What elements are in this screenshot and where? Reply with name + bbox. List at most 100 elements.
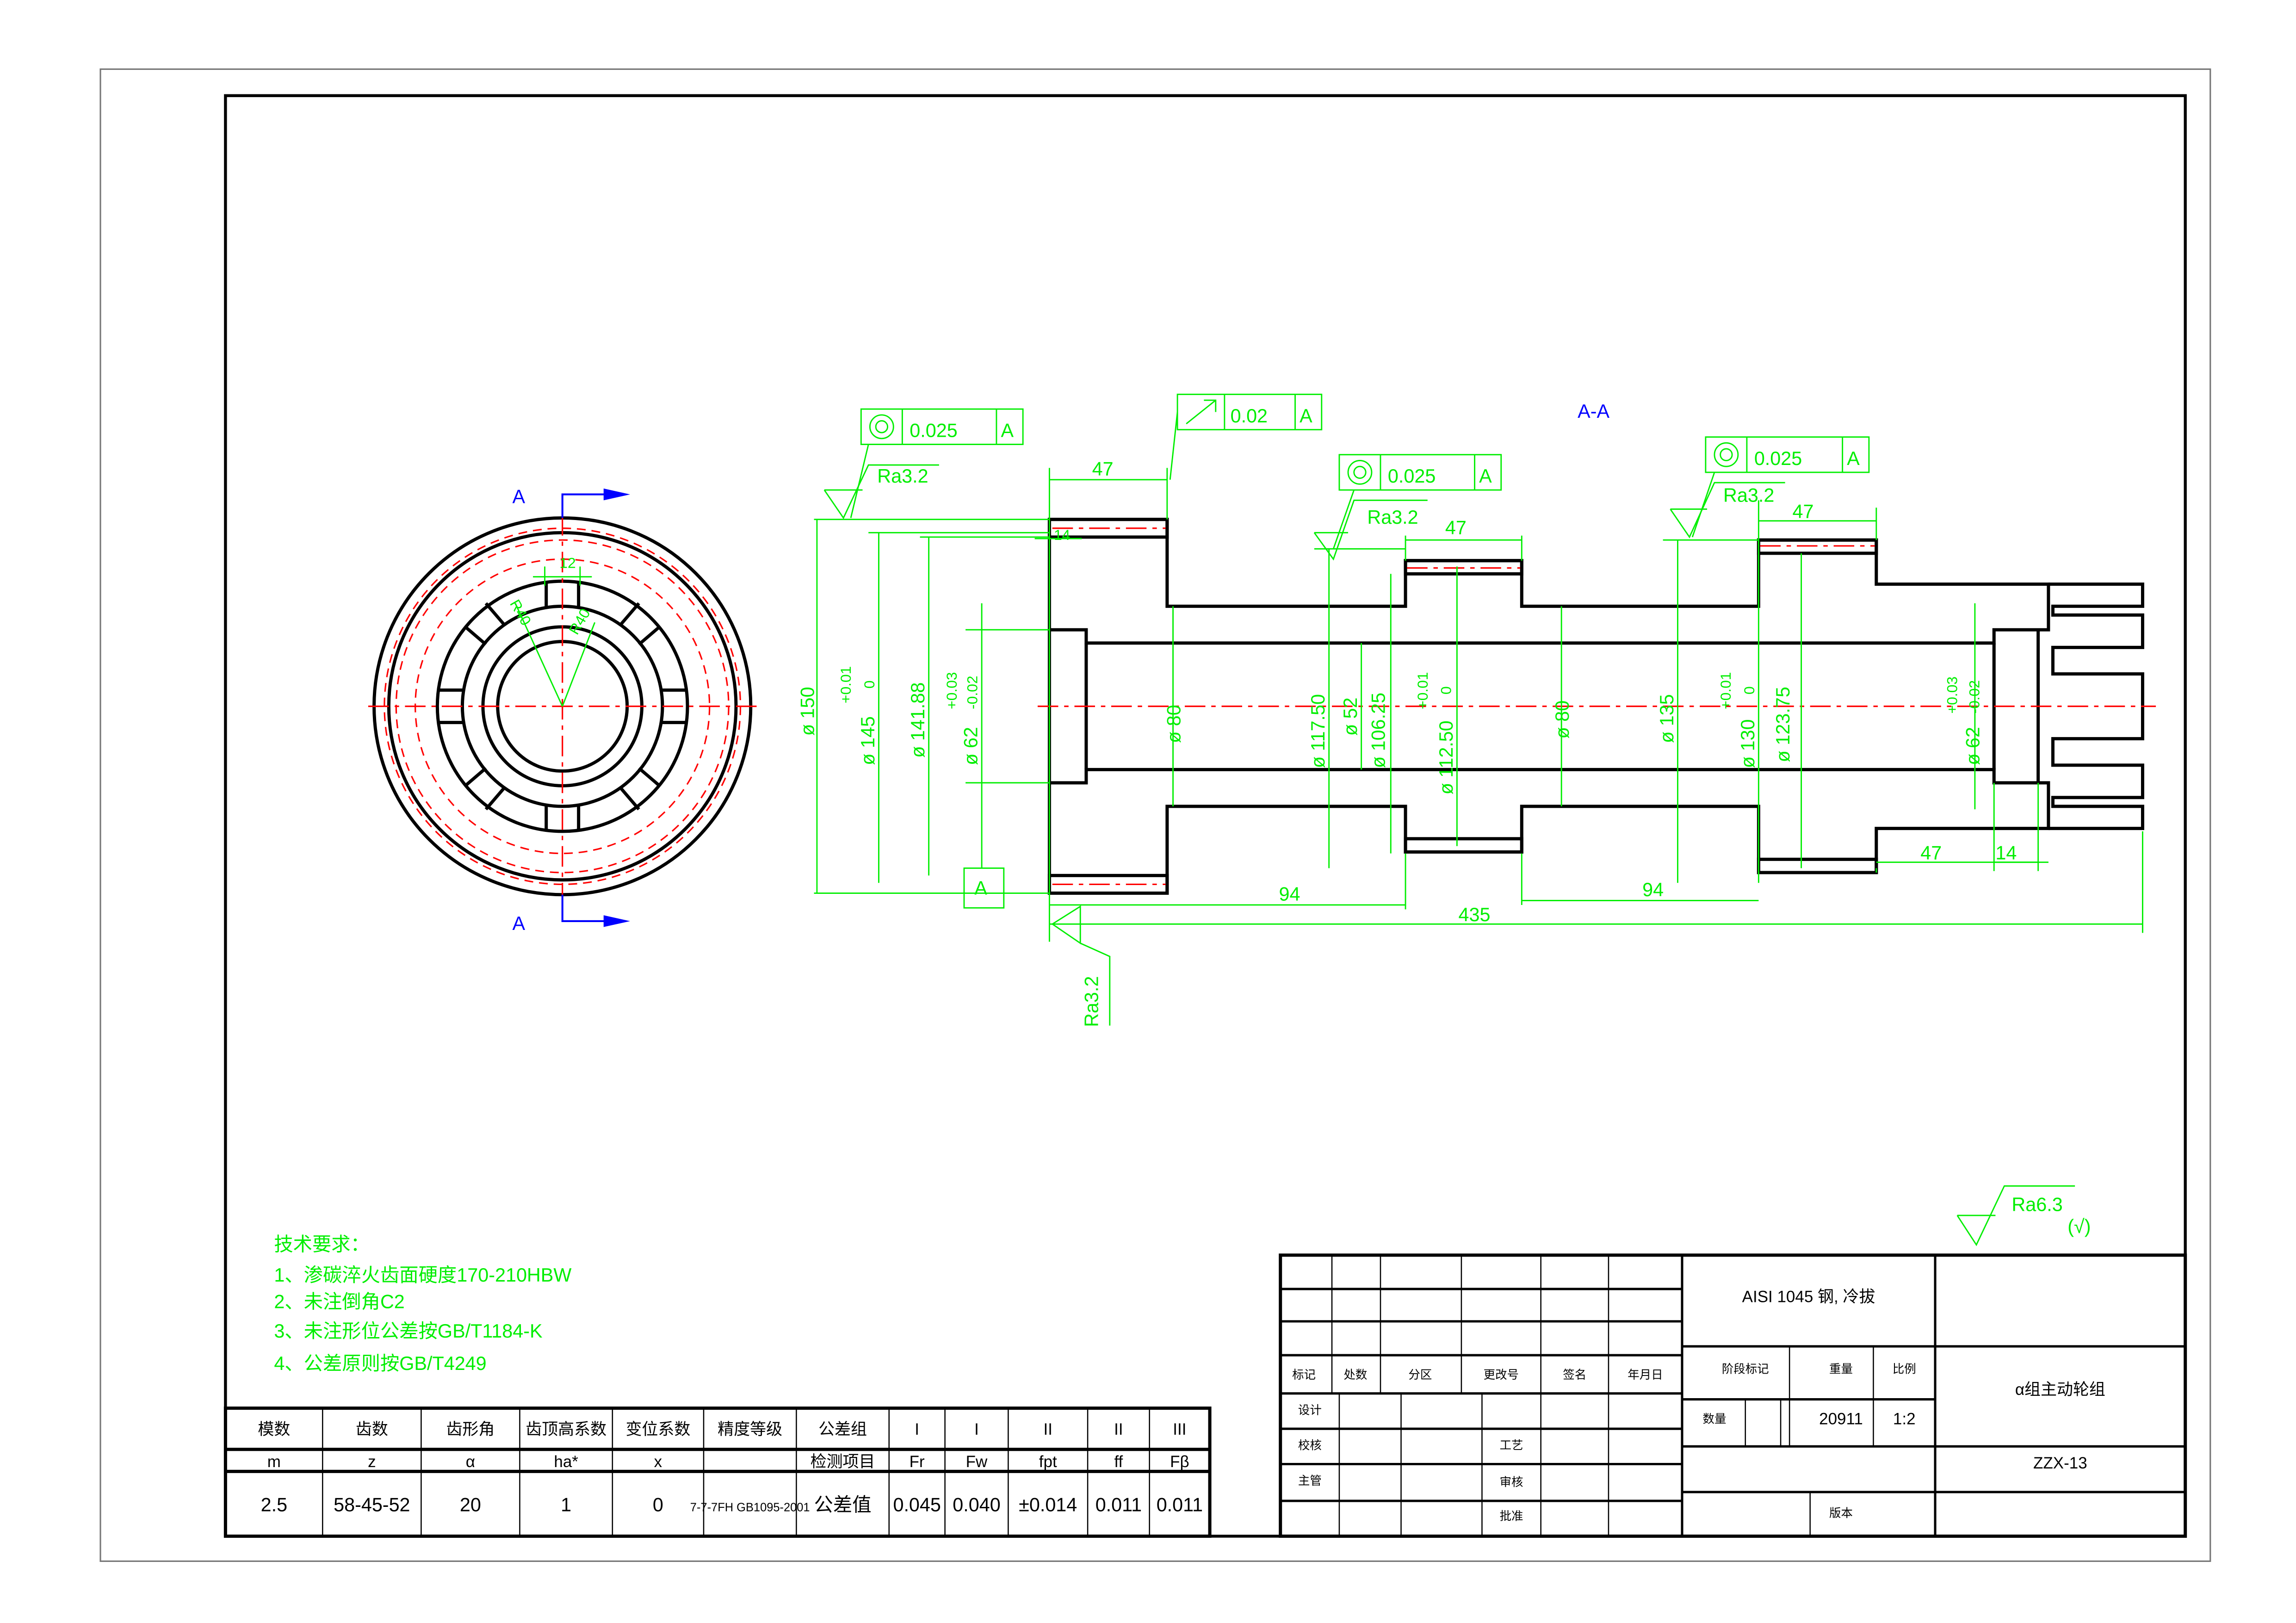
dim-tol-lower: -0.02 xyxy=(964,675,981,709)
gear-table-cell: II xyxy=(1114,1420,1123,1438)
concentricity-icon xyxy=(869,414,894,440)
gear-table-cell: 58-45-52 xyxy=(334,1494,410,1515)
dim-length-47: 47 xyxy=(1920,842,1942,863)
svg-text:0.02: 0.02 xyxy=(1231,405,1268,427)
general-roughness: Ra6.3 xyxy=(2011,1194,2062,1215)
gear-table-cell: 0.011 xyxy=(1095,1494,1142,1515)
gear-table-cell: 公差组 xyxy=(818,1420,867,1438)
gear-table-cell: 7-7-7FH GB1095-2001 xyxy=(690,1501,810,1514)
tech-req-item: 4、公差原则按GB/T4249 xyxy=(274,1353,486,1374)
end-view: 12 R40 R40 A A xyxy=(368,486,758,934)
gear-table-cell: 齿数 xyxy=(356,1420,388,1438)
dim-tol-upper: +0.01 xyxy=(1414,672,1431,709)
gear-table-cell: ff xyxy=(1114,1453,1123,1471)
gear-table-cell: z xyxy=(368,1453,376,1471)
section-view: A-A xyxy=(797,393,2156,1246)
fcf-concentricity-2: 0.025 A xyxy=(1332,454,1502,549)
dim-dia-141-88: ø 141.88 xyxy=(907,682,928,758)
dim-tol-upper: +0.03 xyxy=(1944,676,1961,713)
tech-req-title: 技术要求： xyxy=(274,1233,370,1255)
svg-text:审核: 审核 xyxy=(1500,1476,1523,1489)
gear-table-cell: α xyxy=(466,1453,475,1471)
svg-text:A: A xyxy=(1847,448,1860,469)
title-block: AISI 1045 钢, 冷拔 标记 处数 分区 更改号 签名 年月日 设计 校… xyxy=(1279,1253,2187,1538)
dim-length-47: 47 xyxy=(1445,517,1467,538)
dim-tol-upper: +0.01 xyxy=(837,666,854,703)
gear-table-cell: m xyxy=(267,1453,281,1471)
dim-dia-123-75: ø 123.75 xyxy=(1772,687,1794,762)
datum-label: A xyxy=(974,878,987,899)
tech-req-item: 1、渗碳淬火齿面硬度170-210HBW xyxy=(274,1264,571,1286)
gear-table-cell: I xyxy=(974,1420,979,1438)
dim-length-435: 435 xyxy=(1459,904,1491,925)
section-title: A-A xyxy=(1578,401,1609,422)
svg-text:0.025: 0.025 xyxy=(1388,465,1436,487)
svg-text:批准: 批准 xyxy=(1500,1510,1523,1523)
svg-text:阶段标记: 阶段标记 xyxy=(1722,1363,1769,1375)
svg-text:工艺: 工艺 xyxy=(1500,1439,1523,1452)
dim-dia-130: ø 130 xyxy=(1737,719,1758,768)
gear-table-cell: ha* xyxy=(554,1453,578,1471)
dim-dia-106-25: ø 106.25 xyxy=(1368,693,1389,768)
gear-table-cell: 模数 xyxy=(258,1420,290,1438)
part-name: α组主动轮组 xyxy=(2015,1381,2105,1399)
svg-text:A: A xyxy=(1300,405,1312,427)
dim-length-94: 94 xyxy=(1279,883,1300,904)
svg-text:分区: 分区 xyxy=(1408,1369,1432,1381)
svg-text:版本: 版本 xyxy=(1829,1507,1853,1520)
dim-dia-112-50: ø 112.50 xyxy=(1436,720,1457,794)
fcf-runout: 0.02 A xyxy=(1169,393,1323,480)
dim-length-14: 14 xyxy=(1995,842,2017,863)
circular-runout-icon xyxy=(1186,399,1217,425)
roughness-symbols: Ra3.2 Ra3.2 Ra3.2 Ra3.2 Ra6.3 (√) xyxy=(823,464,2091,1246)
dim-tol-lower: -0.02 xyxy=(1966,680,1982,713)
svg-text:A: A xyxy=(1479,465,1492,487)
gear-table-cell: 齿顶高系数 xyxy=(526,1420,606,1438)
gear-table-cell: ±0.014 xyxy=(1019,1494,1077,1515)
dim-dia-80: ø 80 xyxy=(1163,705,1184,743)
concentricity-icon xyxy=(1714,442,1739,467)
svg-text:校核: 校核 xyxy=(1298,1439,1322,1452)
svg-text:比例: 比例 xyxy=(1893,1363,1916,1375)
svg-text:0.025: 0.025 xyxy=(1754,448,1802,469)
dim-tol-lower: 0 xyxy=(1438,686,1454,694)
svg-text:标记: 标记 xyxy=(1292,1369,1316,1381)
gear-table-cell: Fβ xyxy=(1170,1453,1189,1471)
svg-text:A: A xyxy=(1001,420,1014,441)
gear-table-cell: II xyxy=(1044,1420,1052,1438)
section-arrow-top xyxy=(561,493,626,518)
outer-frame xyxy=(99,68,2211,1562)
dim-dia-62: ø 62 xyxy=(1962,727,1983,765)
section-label-bottom: A xyxy=(513,913,526,934)
gear-table-cell: III xyxy=(1173,1420,1186,1438)
dim-dia-52: ø 52 xyxy=(1340,698,1361,736)
svg-text:Ra3.2: Ra3.2 xyxy=(877,465,928,487)
dim-dia-150: ø 150 xyxy=(797,687,818,736)
svg-text:数量: 数量 xyxy=(1703,1412,1727,1425)
gear-table-cell: 精度等级 xyxy=(718,1420,782,1438)
svg-text:设计: 设计 xyxy=(1298,1404,1322,1417)
drawing-number: ZZX-13 xyxy=(2033,1454,2087,1472)
svg-text:Ra3.2: Ra3.2 xyxy=(1723,485,1774,506)
scale-value: 1:2 xyxy=(1893,1410,1916,1428)
dim-length-94: 94 xyxy=(1642,879,1664,900)
gear-table-cell: 1 xyxy=(561,1494,571,1515)
concentricity-icon xyxy=(1347,460,1373,485)
gear-table-cell: Fw xyxy=(966,1453,988,1471)
dim-dia-117-50: ø 117.50 xyxy=(1307,694,1329,768)
dim-length-47: 47 xyxy=(1092,458,1114,479)
gear-table-cell: 0.011 xyxy=(1157,1494,1203,1515)
gear-table-cell: 20 xyxy=(460,1494,481,1515)
slot-width-dim: 12 xyxy=(559,555,576,571)
svg-text:Ra3.2: Ra3.2 xyxy=(1081,976,1102,1027)
gear-table-cell: fpt xyxy=(1039,1453,1057,1471)
gear-table-cell: I xyxy=(915,1420,919,1438)
gear-table-cell: 0.045 xyxy=(893,1494,941,1515)
dim-length-14: 14 xyxy=(1054,527,1070,543)
fcf-concentricity-3: 0.025 A xyxy=(1691,436,1870,538)
fcf-concentricity-1: 0.025 A xyxy=(850,408,1024,518)
dim-tol-upper: +0.03 xyxy=(943,672,960,709)
material: AISI 1045 钢, 冷拔 xyxy=(1742,1288,1875,1306)
